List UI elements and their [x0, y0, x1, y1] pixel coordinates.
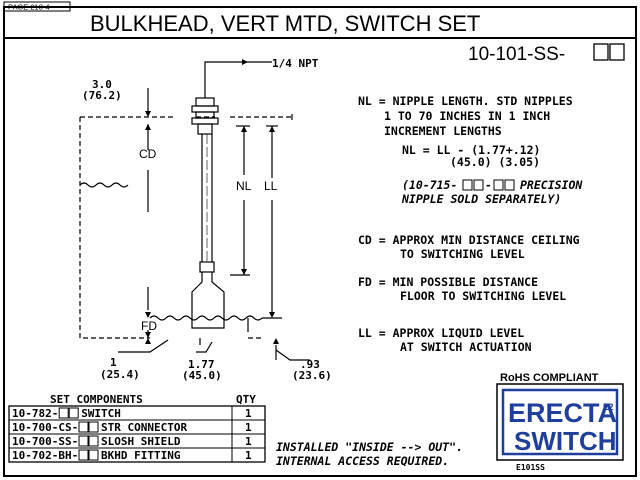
note-cd-2: TO SWITCHING LEVEL	[400, 247, 525, 261]
note-nl-3: INCREMENT LENGTHS	[384, 124, 502, 138]
note-formula-2: (45.0) (3.05)	[450, 155, 540, 169]
note-ll-2: AT SWITCH ACTUATION	[400, 340, 532, 354]
sheet-border	[3, 6, 637, 477]
top-dim-mm: (76.2)	[82, 89, 122, 102]
note-fd-1: FD = MIN POSSIBLE DISTANCE	[358, 275, 538, 289]
note-ll-1: LL = APPROX LIQUID LEVEL	[358, 326, 524, 340]
top-dim-in: 3.0	[92, 78, 112, 91]
notes: NL = NIPPLE LENGTH. STD NIPPLES 1 TO 70 …	[358, 94, 583, 354]
precision-box-3	[493, 179, 504, 191]
mid-dim-mm: (45.0)	[182, 369, 222, 382]
note-precision-c: PRECISION	[520, 178, 583, 192]
component-part-box	[68, 407, 79, 419]
component-row: 10-700-SS- SLOSH SHIELD 1	[12, 435, 252, 448]
precision-box-4	[504, 179, 515, 191]
component-part: 10-700-CS-	[12, 421, 78, 434]
component-part-box	[58, 407, 69, 419]
logo-badge: L2	[603, 402, 614, 412]
left-dim-in: 1	[110, 356, 117, 369]
part-number: 10-101-SS-	[468, 44, 565, 65]
ll-label: LL	[264, 179, 278, 193]
install-note-1: INSTALLED "INSIDE --> OUT".	[276, 440, 463, 454]
component-part: 10-700-SS-	[12, 435, 78, 448]
component-part-box	[88, 421, 99, 433]
component-part: 10-782-	[12, 407, 58, 420]
component-qty: 1	[245, 421, 252, 434]
component-desc: SWITCH	[81, 407, 121, 420]
note-fd-2: FLOOR TO SWITCHING LEVEL	[400, 289, 566, 303]
fd-label: FD	[141, 319, 157, 333]
component-row: 10-782- SWITCH 1	[12, 407, 252, 420]
note-nl-2: 1 TO 70 INCHES IN 1 INCH	[384, 109, 550, 123]
switch-assembly-drawing	[79, 61, 310, 361]
right-dim-mm: (23.6)	[292, 369, 332, 382]
erecta-switch-logo: ERECTA SWITCH L2 E101SS	[496, 383, 624, 472]
component-part-box	[78, 449, 89, 461]
component-part: 10-702-BH-	[12, 449, 78, 462]
component-row: 10-702-BH- BKHD FITTING 1	[12, 449, 252, 462]
right-dim-in: .93	[300, 358, 320, 371]
note-nl-1: NL = NIPPLE LENGTH. STD NIPPLES	[358, 94, 573, 108]
component-part-box	[78, 421, 89, 433]
mid-dim-in: 1.77	[188, 358, 215, 371]
note-formula-1: NL = LL - (1.77+.12)	[402, 143, 540, 157]
install-note-2: INTERNAL ACCESS REQUIRED.	[276, 454, 449, 468]
component-desc: SLOSH SHIELD	[101, 435, 181, 448]
component-part-box	[88, 435, 99, 447]
logo-line2: SWITCH	[514, 426, 617, 456]
note-cd-1: CD = APPROX MIN DISTANCE CEILING	[358, 233, 580, 247]
page-title: BULKHEAD, VERT MTD, SWITCH SET	[90, 11, 480, 36]
component-part-box	[88, 449, 99, 461]
note-precision-2: NIPPLE SOLD SEPARATELY)	[401, 192, 561, 206]
left-dim-mm: (25.4)	[100, 368, 140, 381]
component-part-box	[78, 435, 89, 447]
components-header: SET COMPONENTS	[50, 393, 143, 406]
component-row: 10-700-CS- STR CONNECTOR 1	[12, 421, 252, 434]
part-number-box-2	[609, 43, 625, 61]
nl-label: NL	[236, 179, 252, 193]
component-qty: 1	[245, 407, 252, 420]
component-desc: BKHD FITTING	[101, 449, 181, 462]
npt-label: 1/4 NPT	[272, 57, 319, 70]
cd-label: CD	[139, 147, 157, 161]
precision-box-2	[473, 179, 484, 191]
components-qty-header: QTY	[236, 393, 256, 406]
note-precision-a: (10-715-	[402, 178, 457, 192]
dimension-arrows	[145, 59, 279, 344]
precision-box-1	[462, 179, 473, 191]
component-qty: 1	[245, 449, 252, 462]
part-number-box-1	[593, 43, 609, 61]
logo-code: E101SS	[516, 463, 545, 472]
logo-line1: ERECTA	[508, 398, 617, 428]
component-qty: 1	[245, 435, 252, 448]
component-desc: STR CONNECTOR	[101, 421, 187, 434]
rohs-label: RoHS COMPLIANT	[500, 372, 599, 384]
note-precision-b: -	[485, 178, 492, 192]
